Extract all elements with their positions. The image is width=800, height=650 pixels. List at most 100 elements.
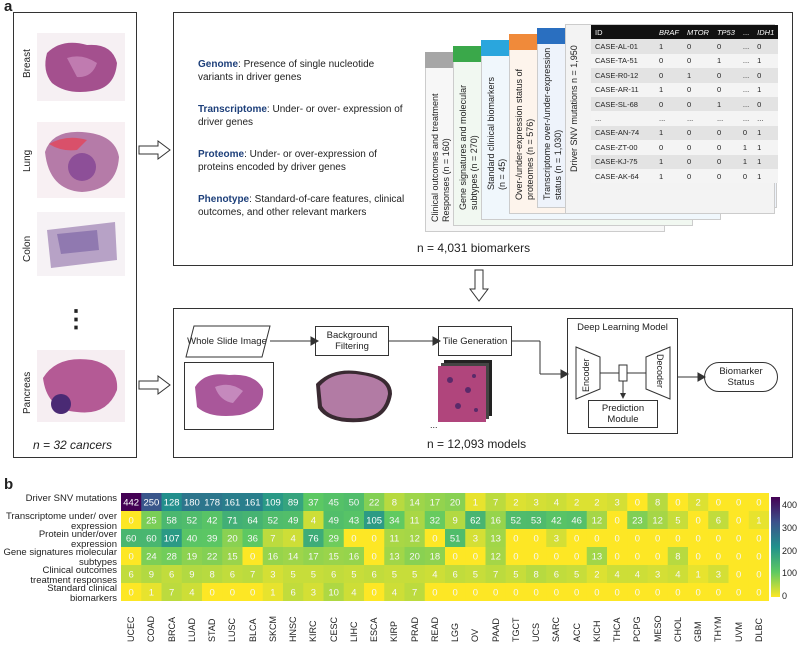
heatmap-cell-value: 20: [409, 552, 420, 563]
heatmap-row-label: Standard clinical biomarkers: [47, 583, 117, 604]
heatmap-cell-value: 0: [493, 588, 498, 599]
heatmap-cell: [161, 547, 183, 566]
heatmap-cell: [262, 547, 284, 566]
heatmap-cell: [708, 529, 729, 548]
heatmap-cell: [445, 493, 466, 512]
heatmap-cell-value: 52: [268, 516, 279, 527]
heatmap-row-label: Clinical outcomes treatment responses: [30, 565, 117, 586]
heatmap-cell: [546, 583, 567, 601]
biomarker-count: n = 4,031 biomarkers: [417, 241, 531, 255]
table-header-tp53: TP53: [712, 25, 739, 40]
heatmap-cell-value: 46: [571, 516, 582, 527]
heatmap-cell: [121, 547, 142, 566]
biomarker-table-cell: 1: [753, 168, 779, 184]
heatmap-cell-value: 11: [410, 516, 420, 527]
heatmap-cell: [748, 529, 769, 548]
heatmap-cell-value: 0: [513, 534, 518, 545]
heatmap-cell: [526, 565, 547, 584]
heatmap-cell-value: 5: [412, 570, 417, 581]
heatmap-cell-value: 6: [554, 570, 559, 581]
biomarker-table-cell: 0: [683, 82, 713, 97]
heatmap-cell: [121, 511, 142, 530]
heatmap-cell-value: 6: [371, 570, 376, 581]
heatmap-cell-value: 42: [207, 516, 218, 527]
heatmap-cell: [586, 511, 608, 530]
heatmap-cell: [424, 547, 446, 566]
heatmap-cell-value: 3: [270, 570, 275, 581]
heatmap-cell: [323, 529, 345, 548]
heatmap-cell-value: 4: [290, 534, 295, 545]
heatmap-cell: [364, 529, 385, 548]
card-label-transcriptome: Transcriptome over-/under-expression sta…: [542, 47, 563, 200]
heatmap-cell-value: 13: [592, 552, 603, 563]
biomarker-table-row: ..................: [591, 111, 779, 126]
heatmap-cell: [242, 529, 264, 548]
heatmap-cell-value: 0: [736, 552, 741, 563]
heatmap-cell: [728, 547, 750, 566]
heatmap-cell-value: 0: [533, 552, 538, 563]
heatmap-cell-value: 1: [270, 588, 275, 599]
heatmap-cell: [627, 547, 648, 566]
heatmap-cell-value: 20: [450, 498, 461, 509]
heatmap-cell: [202, 529, 223, 548]
heatmap-cell: [262, 493, 284, 512]
colorbar: [771, 497, 780, 597]
heatmap-cell-value: 0: [756, 552, 761, 563]
heatmap-cell-value: 14: [409, 498, 420, 509]
heatmap-cell-value: 4: [189, 588, 194, 599]
heatmap-column-label: THCA: [612, 617, 623, 643]
cancer-label-pancreas: Pancreas: [22, 371, 33, 414]
heatmap-column-label: PRAD: [409, 616, 420, 642]
biomarker-table-cell: ...: [738, 39, 754, 54]
pancreas-slide-image: [37, 350, 125, 422]
cancer-label-lung: Lung: [22, 149, 33, 172]
heatmap-column-label: KIRC: [308, 620, 319, 642]
heatmap-cell: [667, 493, 689, 512]
heatmap-cell: [546, 547, 567, 566]
heatmap-cell: [141, 583, 162, 601]
heatmap-cell-value: 16: [490, 516, 501, 527]
heatmap-cell: [708, 547, 729, 566]
heatmap-cell-value: 17: [430, 498, 441, 509]
heatmap-cell-value: 39: [207, 534, 218, 545]
heatmap-row-label: Protein under/over expression: [38, 529, 117, 550]
heatmap-column-label: READ: [429, 616, 440, 642]
heatmap-cell: [647, 511, 669, 530]
heatmap-cell: [485, 493, 507, 512]
heatmap-cell-value: 0: [675, 534, 680, 545]
colorbar-tick-label: 400: [782, 500, 798, 511]
heatmap-cell-value: 12: [409, 534, 420, 545]
heatmap-cell-value: 11: [389, 534, 399, 545]
biomarker-table-cell: 1: [753, 125, 779, 141]
omic-transcriptome-name: Transcriptome: [198, 104, 267, 115]
lung-slide-image: [37, 122, 125, 198]
heatmap-cell-value: 0: [554, 552, 559, 563]
heatmap-cell-value: 36: [247, 534, 258, 545]
biomarker-table-cell: ...: [655, 111, 684, 126]
biomarker-table-cell: 0: [738, 125, 754, 141]
heatmap-cell-value: 3: [311, 588, 316, 599]
card-label-proteome: Over-/under-expression status of proteom…: [514, 68, 535, 200]
heatmap-cell-value: 8: [675, 552, 680, 563]
heatmap-cell: [181, 547, 203, 566]
cancer-label-breast: Breast: [22, 49, 33, 78]
heatmap-cell-value: 6: [452, 570, 457, 581]
heatmap-cell-value: 13: [490, 534, 501, 545]
heatmap-cell: [364, 493, 385, 512]
cancer-label-colon: Colon: [22, 235, 33, 262]
heatmap-cell-value: 0: [655, 552, 660, 563]
biomarker-table-cell: CASE-SL-68: [591, 96, 655, 112]
heatmap-cell-value: 60: [126, 534, 137, 545]
heatmap-cell: [424, 565, 446, 584]
biomarker-table-cell: 1: [655, 39, 684, 54]
heatmap-cell-value: 0: [473, 552, 478, 563]
heatmap-cell-value: 28: [166, 552, 177, 563]
heatmap-cell: [688, 511, 709, 530]
heatmap-row-label: Driver SNV mutations: [25, 493, 117, 504]
heatmap-cell-value: 4: [635, 570, 640, 581]
heatmap-cell: [526, 583, 547, 601]
omic-genome: Genome: Presence of single nucleotide va…: [198, 58, 408, 84]
biomarker-table-cell: 0: [655, 96, 684, 112]
